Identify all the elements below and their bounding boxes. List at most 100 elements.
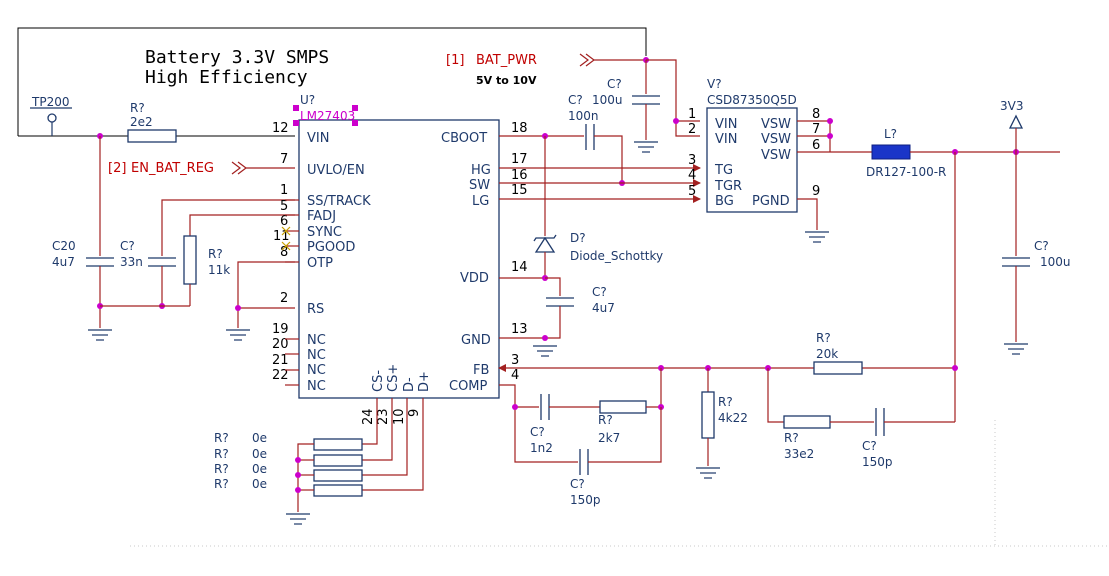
u2-pin-name: VIN bbox=[715, 117, 737, 132]
ground-symbol-cin bbox=[634, 141, 658, 153]
diode-body[interactable] bbox=[534, 236, 556, 253]
u1-pin-num: 1 bbox=[280, 183, 288, 198]
net-label-bat-pwr[interactable]: BAT_PWR bbox=[476, 53, 537, 68]
u1-body[interactable] bbox=[298, 119, 500, 399]
u2-pin-name: BG bbox=[715, 194, 734, 209]
title-line-2: High Efficiency bbox=[145, 67, 308, 88]
u1-value: LM27403 bbox=[300, 109, 355, 123]
u1-pin-num: 11 bbox=[273, 229, 290, 244]
junction-rs bbox=[235, 305, 241, 311]
u1-pin-num: 20 bbox=[272, 337, 289, 352]
hg-arrow-icon bbox=[693, 164, 701, 172]
net-label-en-bat-reg[interactable]: EN_BAT_REG bbox=[131, 161, 214, 176]
sync-noconnect-icon bbox=[281, 226, 291, 251]
r-ff-resistor[interactable] bbox=[783, 415, 831, 429]
sw-arrow-icon bbox=[693, 179, 701, 187]
u1-pin-name: COMP bbox=[449, 379, 488, 394]
cs-resistor-network[interactable] bbox=[295, 398, 424, 512]
r-fb-top-resistor[interactable] bbox=[813, 361, 863, 375]
cvdd-wire[interactable] bbox=[545, 277, 561, 296]
u1-pin-name: GND bbox=[461, 333, 491, 348]
r-fb-bot-value: 4k22 bbox=[718, 411, 748, 425]
junction-comp bbox=[512, 404, 518, 410]
u2-pin-num: 1 bbox=[688, 107, 696, 122]
en-chevron-icon bbox=[231, 161, 241, 175]
u1-ref: U? bbox=[300, 93, 315, 107]
selection-handle-tl[interactable] bbox=[293, 105, 299, 111]
comp2-wire[interactable] bbox=[588, 407, 662, 463]
cboot-ref: C? bbox=[568, 93, 583, 107]
c20-value: 4u7 bbox=[52, 255, 75, 269]
u1-pin-num: 10 bbox=[392, 408, 407, 425]
r-fadj-resistor[interactable] bbox=[183, 235, 197, 285]
c-comp2-value: 150p bbox=[570, 493, 601, 507]
junction-gnd bbox=[542, 335, 548, 341]
ground-symbol-c20 bbox=[88, 329, 112, 341]
u1-pin-num: 4 bbox=[511, 368, 519, 383]
rcs1-value: 0e bbox=[252, 447, 267, 461]
u1-pin-name: NC bbox=[307, 348, 326, 363]
ground-symbol-u1 bbox=[533, 345, 557, 357]
r-fb-top-ref: R? bbox=[816, 331, 831, 345]
u1-left-pin-stubs bbox=[285, 199, 299, 386]
rcs0-value: 0e bbox=[252, 431, 267, 445]
u2-body[interactable] bbox=[706, 107, 798, 213]
u1-pin-num: 21 bbox=[272, 353, 289, 368]
c-ff-ref: C? bbox=[862, 439, 877, 453]
r-in-resistor[interactable] bbox=[127, 129, 177, 143]
comp-wire[interactable] bbox=[499, 384, 578, 463]
rcs2-value: 0e bbox=[252, 462, 267, 476]
c-comp1-value: 1n2 bbox=[530, 441, 553, 455]
r-ff-value: 33e2 bbox=[784, 447, 814, 461]
u1-pin-name: NC bbox=[307, 379, 326, 394]
rail-3v3-arrow-icon[interactable] bbox=[1008, 114, 1024, 129]
u1-pin-num: 2 bbox=[280, 291, 288, 306]
cout-ref: C? bbox=[1034, 239, 1049, 253]
cvdd-ground-wire[interactable] bbox=[545, 306, 561, 339]
inductor-body[interactable] bbox=[871, 144, 911, 160]
ground-symbol-cout bbox=[1004, 343, 1028, 355]
c-comp1-ref: C? bbox=[530, 425, 545, 439]
rcs3-ref: R? bbox=[214, 477, 229, 491]
u1-pin-num: 14 bbox=[511, 260, 528, 275]
comp-rc-wire[interactable] bbox=[646, 368, 662, 408]
bat-pwr-chevron-icon bbox=[579, 53, 589, 67]
u1-pin-name: SW bbox=[469, 178, 490, 193]
u1-pin-num: 15 bbox=[511, 183, 528, 198]
c-comp2-ref: C? bbox=[570, 477, 585, 491]
u1-pin-num: 13 bbox=[511, 322, 528, 337]
r-fb-bot-resistor[interactable] bbox=[701, 391, 715, 439]
u1-pin-num: 18 bbox=[511, 121, 528, 136]
selection-handle-br[interactable] bbox=[352, 120, 358, 126]
testpoint-label: TP200 bbox=[31, 95, 69, 109]
u2-ref: V? bbox=[707, 77, 722, 91]
ss-wire[interactable] bbox=[161, 199, 295, 256]
ff-wire[interactable] bbox=[767, 368, 784, 423]
bat-pwr-top-wire[interactable] bbox=[17, 27, 647, 136]
u2-vin-wire[interactable] bbox=[646, 59, 700, 137]
pgnd-wire[interactable] bbox=[797, 198, 818, 230]
testpoint-icon[interactable] bbox=[47, 113, 57, 123]
u1-pin-name: CBOOT bbox=[441, 131, 487, 146]
cvdd-value: 4u7 bbox=[592, 301, 615, 315]
u1-pin-name: D- bbox=[402, 377, 417, 392]
u2-pins: 1 VIN 2 VIN 3 TG 4 TGR 5 BG VSW 8 VSW 7 … bbox=[688, 107, 820, 209]
u1-pin-name: SYNC bbox=[307, 225, 342, 240]
u1-right-pins: CBOOT 18 HG 17 SW 16 LG 15 VDD 14 GND 13… bbox=[441, 121, 528, 394]
selection-handle-bl[interactable] bbox=[293, 120, 299, 126]
r-comp-resistor[interactable] bbox=[599, 400, 647, 414]
diode-bar bbox=[533, 234, 557, 242]
selection-handle-tr[interactable] bbox=[352, 105, 358, 111]
u2-pin-name: TG bbox=[714, 163, 733, 178]
rail-3v3-label: 3V3 bbox=[1000, 99, 1023, 113]
fadj-wire[interactable] bbox=[189, 214, 295, 236]
u1-pin-num: 9 bbox=[407, 409, 422, 417]
cboot-wire-right[interactable] bbox=[594, 135, 623, 183]
u2-pin-num: 7 bbox=[812, 122, 820, 137]
u1-pin-num: 23 bbox=[376, 408, 391, 425]
cin-value: 100u bbox=[592, 93, 623, 107]
u1-pin-name: LG bbox=[472, 194, 489, 209]
rcs3-value: 0e bbox=[252, 477, 267, 491]
r-comp-ref: R? bbox=[598, 413, 613, 427]
